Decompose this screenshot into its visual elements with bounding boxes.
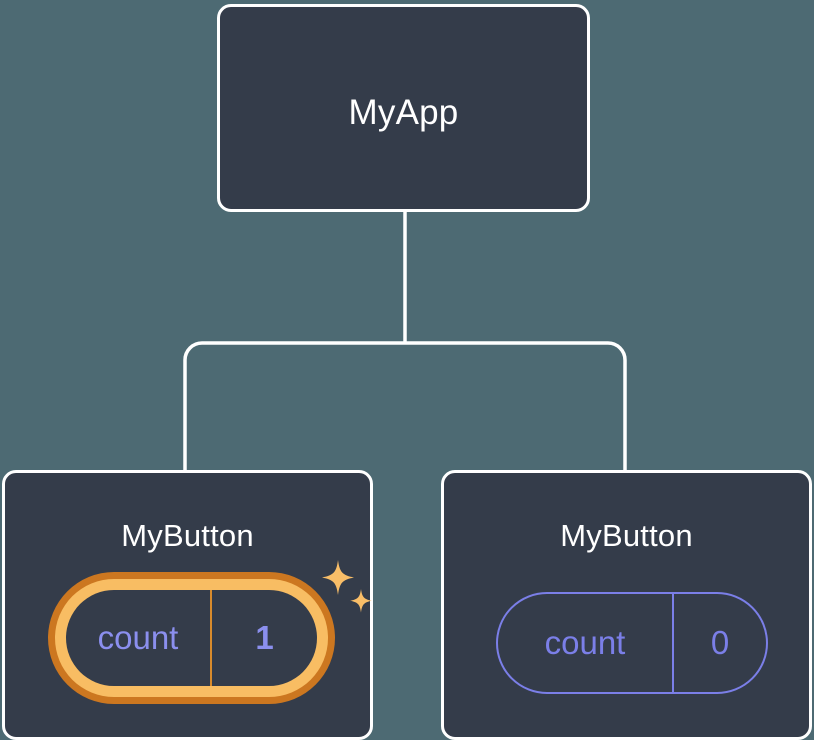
node-mybutton-left-label: MyButton [121,518,254,553]
state-value-label: 0 [672,594,766,692]
node-mybutton-left[interactable]: MyButton count 1 [2,470,373,740]
node-myapp-label: MyApp [348,93,459,132]
connector-branch-bus [183,341,627,470]
state-pill-plain[interactable]: count 0 [496,592,768,694]
node-mybutton-right[interactable]: MyButton count 0 [441,470,812,740]
state-value-label: 1 [210,590,317,686]
state-key-label: count [544,624,626,661]
state-pill-body: count 1 [66,590,317,686]
state-pill-highlighted[interactable]: count 1 [48,572,335,704]
node-myapp[interactable]: MyApp [217,4,590,212]
state-key-label: count [97,619,179,656]
node-mybutton-right-label: MyButton [560,518,693,553]
